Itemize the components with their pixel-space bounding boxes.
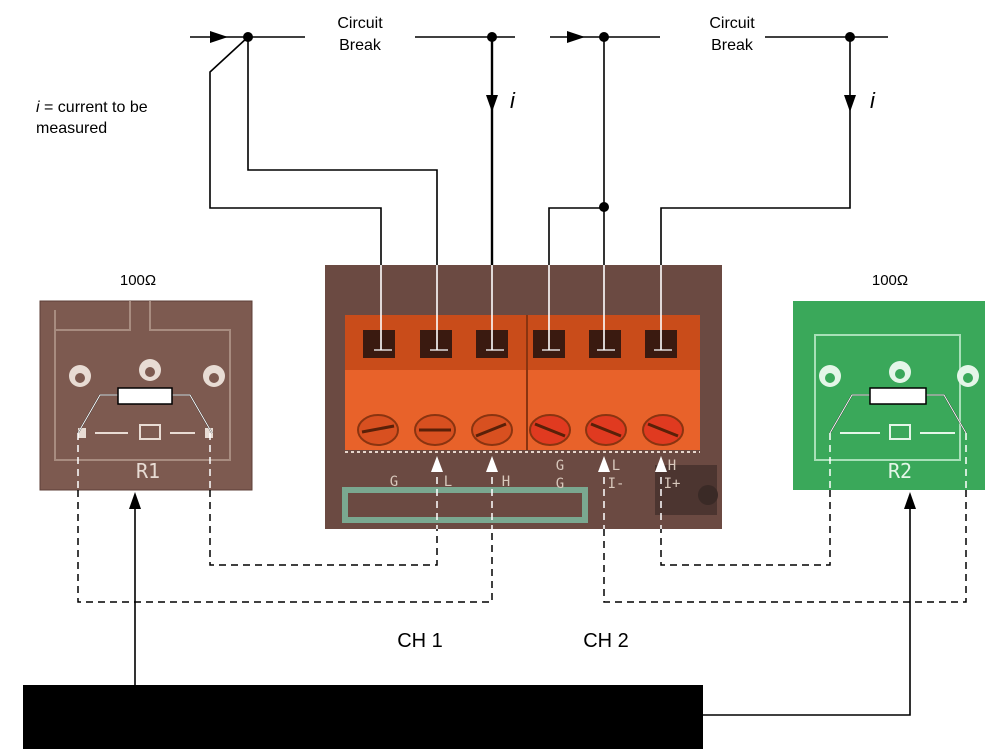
current-note-symbol: i (36, 99, 40, 116)
ch1-label: CH 1 (397, 630, 443, 652)
circuit-break-label-right-line1: Circuit (709, 15, 755, 32)
r2-board: R2 (793, 301, 985, 490)
current-note-line1: i = current to be (36, 99, 148, 116)
ch2-node-left (599, 32, 609, 42)
terminal-label-h1: H (502, 474, 510, 490)
ch1-flow-arrow (210, 31, 228, 43)
redacted-bar (23, 685, 703, 749)
terminal-label-g2: G (556, 458, 564, 474)
terminal-label-g1: G (390, 474, 398, 490)
ch2-current-symbol: i (870, 88, 876, 113)
ch2-circuit-lines (548, 36, 888, 265)
circuit-break-label-left-line1: Circuit (337, 15, 383, 32)
r1-silkscreen: R1 (136, 459, 160, 483)
circuit-break-label-left-line2: Break (339, 37, 382, 54)
r1-board: R1 (39, 300, 253, 491)
terminal-sublabel-g2: G (556, 476, 564, 492)
ch2-label: CH 2 (583, 630, 629, 652)
terminal-board: G L H G L H G I- I+ (325, 265, 722, 529)
terminal-label-h2: H (668, 458, 676, 474)
terminal-sublabel-i-plus: I+ (664, 476, 681, 492)
r2-value-label: 100Ω (872, 272, 908, 289)
terminal-sublabel-i-minus: I- (608, 476, 625, 492)
sense-arrowheads (431, 456, 667, 472)
terminal-label-l1: L (444, 474, 452, 490)
ch2-flow-arrow (567, 31, 585, 43)
sense-lines (77, 433, 967, 603)
r2-silkscreen: R2 (888, 459, 912, 483)
ch2-current-arrow (844, 95, 856, 112)
r2-resistor-symbol (869, 387, 927, 405)
ch1-node-right (487, 32, 497, 42)
ch1-circuit-lines (190, 36, 515, 265)
current-note-line2: measured (36, 120, 107, 137)
current-note-text: = current to be (40, 99, 148, 116)
ch2-node-right (845, 32, 855, 42)
ch2-node-junction (599, 202, 609, 212)
instrument-connections (134, 505, 911, 716)
terminal-screws (357, 414, 684, 446)
ch1-node-left (243, 32, 253, 42)
circuit-break-label-right-line2: Break (711, 37, 754, 54)
terminal-label-l2: L (612, 458, 620, 474)
r1-probe-arrow (129, 492, 141, 509)
ch1-current-arrow (486, 95, 498, 112)
r2-probe-arrow (904, 492, 916, 509)
r1-value-label: 100Ω (120, 272, 156, 289)
ch1-current-symbol: i (510, 88, 516, 113)
r1-resistor-symbol (117, 387, 173, 405)
